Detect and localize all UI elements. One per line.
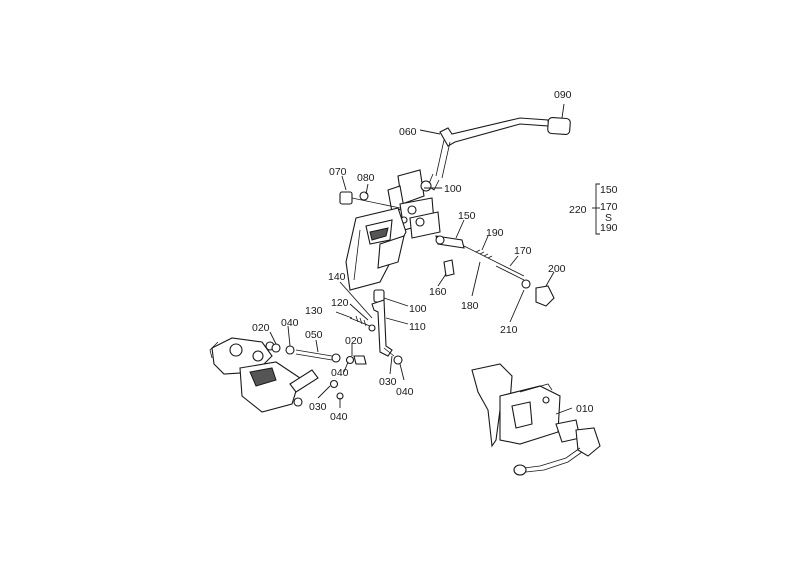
callout-140: 140 [328, 271, 346, 283]
callout-020-lower: 020 [345, 335, 363, 347]
valve-assembly [209, 337, 319, 413]
callout-labels: 010 020 020 030 030 040 040 040 040 050 … [252, 89, 594, 423]
callout-030-right: 030 [379, 376, 397, 388]
callout-040-upper: 040 [281, 317, 299, 329]
callout-050: 050 [305, 329, 323, 341]
callout-090: 090 [554, 89, 572, 101]
callout-200: 200 [548, 263, 566, 275]
callout-210: 210 [500, 324, 518, 336]
rod-assembly [435, 235, 555, 307]
callout-120: 120 [331, 297, 349, 309]
legend-item-170: 170 [600, 201, 618, 213]
legend-item-s: S [605, 212, 612, 224]
callout-130: 130 [305, 305, 323, 317]
callout-070: 070 [329, 166, 347, 178]
callout-010: 010 [576, 403, 594, 415]
callout-060: 060 [399, 126, 417, 138]
callout-020-upper: 020 [252, 322, 270, 334]
lever-bracket [387, 169, 441, 239]
callout-100-upper: 100 [444, 183, 462, 195]
legend-group-220: 220 [569, 204, 587, 216]
leader-lines [269, 103, 573, 415]
center-linkage [349, 289, 395, 357]
callout-190: 190 [486, 227, 504, 239]
legend-item-190: 190 [600, 222, 618, 234]
assembly-legend: 220 150 170 S 190 [569, 183, 618, 235]
callout-040-right: 040 [396, 386, 414, 398]
pedal-plates [345, 207, 407, 291]
callout-150: 150 [458, 210, 476, 222]
callout-100-lower: 100 [409, 303, 427, 315]
pedal-bracket-assembly [471, 363, 601, 476]
callout-180: 180 [461, 300, 479, 312]
callout-080: 080 [357, 172, 375, 184]
callout-170: 170 [514, 245, 532, 257]
control-lever [427, 116, 571, 191]
callout-160: 160 [429, 286, 447, 298]
callout-110: 110 [409, 321, 426, 333]
callout-030-left: 030 [309, 401, 327, 413]
callout-040-bottom: 040 [330, 411, 348, 423]
legend-item-150: 150 [600, 184, 618, 196]
callout-040-mid: 040 [331, 367, 349, 379]
